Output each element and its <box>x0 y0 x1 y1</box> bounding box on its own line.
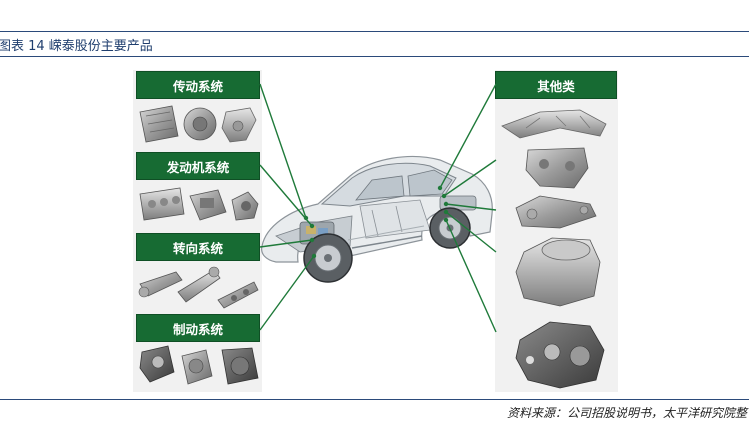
category-steering: 转向系统 <box>136 233 260 261</box>
braking-parts <box>139 345 259 385</box>
category-others: 其他类 <box>495 71 617 99</box>
engine-parts <box>139 187 259 221</box>
leader-lines <box>259 83 497 333</box>
source-note: 资料来源：公司招股说明书，太平洋研究院整 <box>506 406 747 420</box>
transmission-parts <box>139 105 257 143</box>
leader-dots <box>303 185 449 259</box>
figure-title: 图表 14 嵘泰股份主要产品 <box>0 39 153 54</box>
category-braking: 制动系统 <box>136 314 260 342</box>
bottom-rule <box>0 399 749 400</box>
title-underline <box>0 56 749 57</box>
category-engine: 发动机系统 <box>136 152 260 180</box>
category-transmission: 传动系统 <box>136 71 260 99</box>
car-illustration <box>261 155 493 283</box>
other-parts <box>501 109 607 389</box>
top-rule <box>0 31 749 32</box>
steering-parts <box>138 266 259 309</box>
